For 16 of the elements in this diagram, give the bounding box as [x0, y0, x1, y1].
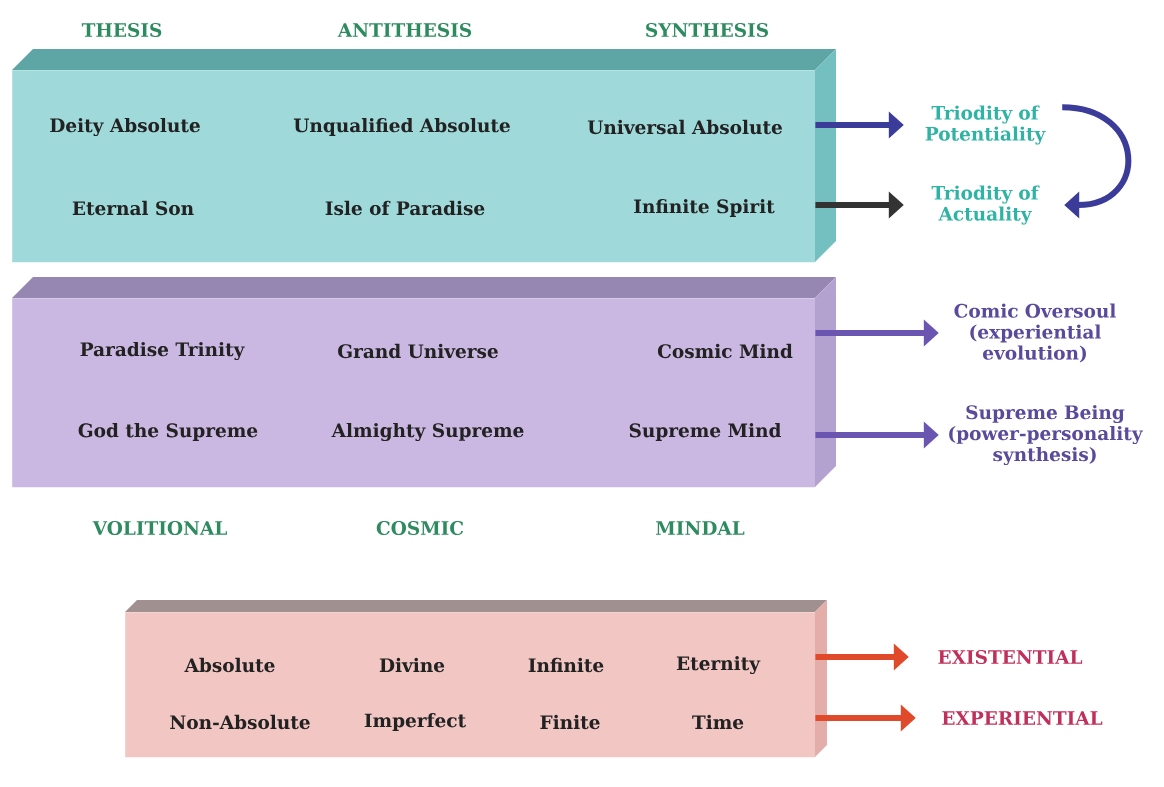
- target-text: EXPERIENTIAL: [942, 711, 1103, 725]
- column-heading: ANTITHESIS: [337, 23, 472, 37]
- target-text: Supreme Being (power-personality synthesis): [949, 404, 1144, 466]
- block: Deity Absolute Unqualified Absolute Universal Absolute Eternal Son Isle of Paradise Infinite Spirit: [12, 49, 836, 263]
- target-text: Triodity of Potentiality: [925, 105, 1046, 145]
- target-text: Comic Oversoul (experiential evolution): [954, 303, 1116, 363]
- block: Paradise Trinity Grand Universe Cosmic Mind God the Supreme Almighty Supreme Supreme Mind: [12, 277, 836, 488]
- column-heading: VOLITIONAL: [92, 521, 227, 535]
- target-text: EXISTENTIAL: [938, 650, 1083, 664]
- block: Absolute Divine Infinite Eternity Non-Absolute Imperfect Finite Time: [125, 600, 827, 758]
- block-arrow: [1061, 104, 1132, 219]
- column-heading: MINDAL: [656, 521, 745, 535]
- target-text: Triodity of Actuality: [931, 185, 1040, 225]
- column-heading: THESIS: [81, 23, 162, 37]
- column-heading: COSMIC: [376, 521, 464, 535]
- column-heading: SYNTHESIS: [646, 23, 768, 37]
